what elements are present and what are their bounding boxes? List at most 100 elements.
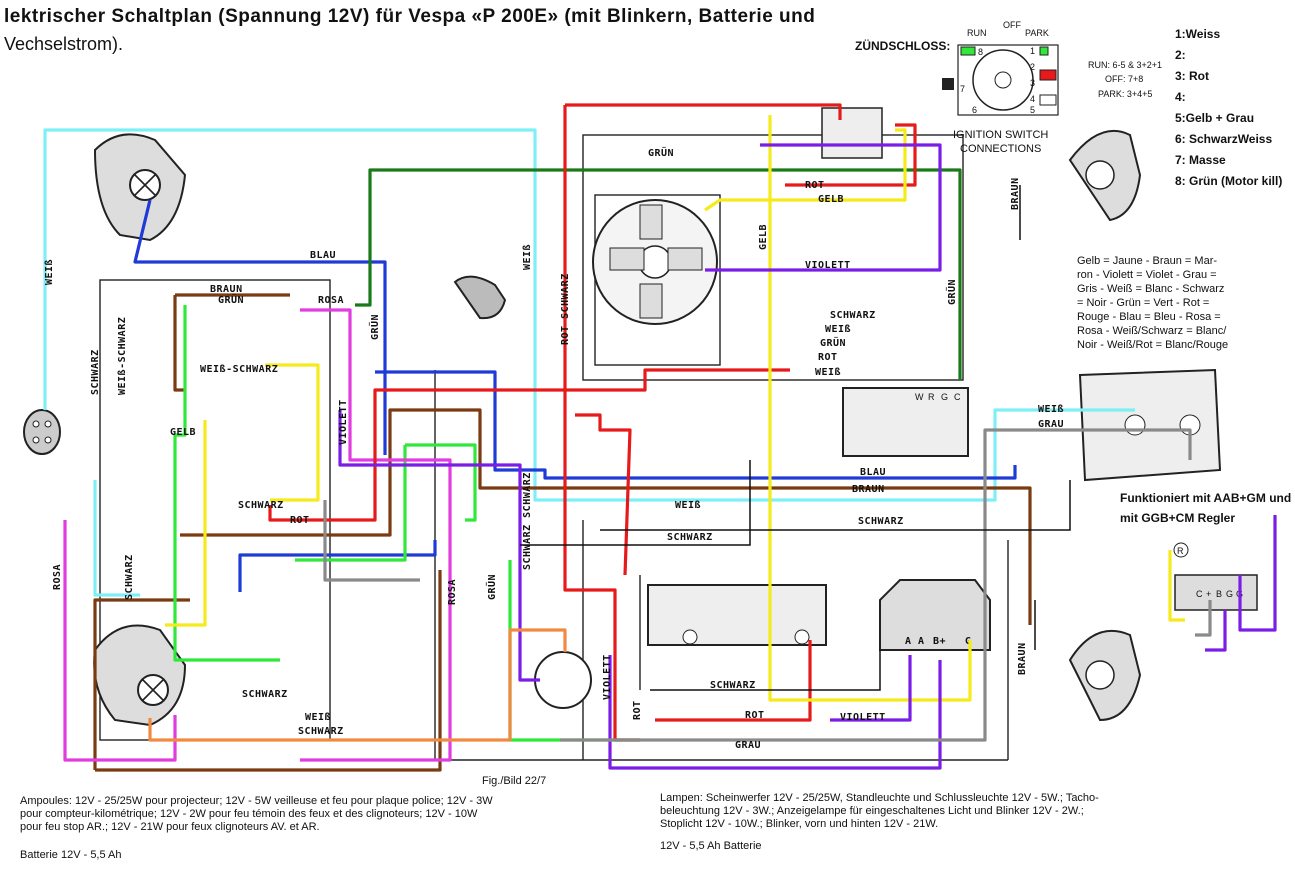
- stop-switch-component: [534, 651, 592, 709]
- svg-text:C: C: [954, 392, 961, 402]
- wire-orange: [148, 628, 567, 742]
- svg-text:= Noir - Grün = Vert - Rot =: = Noir - Grün = Vert - Rot =: [1077, 297, 1209, 309]
- svg-text:8: 8: [978, 47, 983, 57]
- legend-item-8: 8: Grün (Motor kill): [1175, 174, 1282, 188]
- label-gruen-stator: GRÜN: [820, 335, 846, 349]
- svg-text:Gris - Weiß = Blanc - Schwarz: Gris - Weiß = Blanc - Schwarz: [1077, 283, 1224, 295]
- label-schwarz-mid2: SCHWARZ: [667, 532, 713, 543]
- label-weiss-schwarz-inner: WEIß-SCHWARZ: [200, 364, 278, 375]
- label-schwarz-mid: SCHWARZ: [858, 516, 904, 527]
- rectifier-component: W R G C: [842, 387, 969, 457]
- wire-grau: [323, 428, 1192, 742]
- label-weiss-low: WEIß: [305, 712, 331, 723]
- legend-item-4: 4:: [1175, 90, 1186, 104]
- label-braun-low-right: BRAUN: [1017, 642, 1028, 675]
- svg-text:G: G: [941, 392, 948, 402]
- svg-text:R: R: [1177, 546, 1184, 556]
- legend-item-2: 2:: [1175, 48, 1186, 62]
- wire-rot-mid: [268, 123, 917, 522]
- label-gelb: GELB: [170, 427, 196, 438]
- wire-gruen-mid: [295, 443, 477, 562]
- svg-text:G: G: [965, 636, 972, 647]
- svg-text:Gelb = Jaune - Braun = Mar-: Gelb = Jaune - Braun = Mar-: [1077, 255, 1217, 267]
- svg-text:5: 5: [1030, 105, 1035, 115]
- label-violett-batt: VIOLETT: [840, 712, 886, 723]
- svg-text:Rouge - Blau = Bleu - Rosa =: Rouge - Blau = Bleu - Rosa =: [1077, 311, 1221, 323]
- ignition-run: RUN: [967, 28, 987, 38]
- svg-text:2: 2: [1030, 62, 1035, 72]
- legend-item-5: 5:Gelb + Grau: [1175, 111, 1254, 125]
- footer-fr-line-2: pour compteur-kilométrique; 12V - 2W pou…: [20, 808, 478, 820]
- color-translation: Gelb = Jaune - Braun = Mar- ron - Violet…: [1077, 255, 1228, 351]
- footer-de-line-3: Stoplicht 12V - 10W.; Blinker, vorn und …: [660, 818, 939, 830]
- legend-item-6: 6: SchwarzWeiss: [1175, 132, 1272, 146]
- label-blau-mid: BLAU: [860, 467, 886, 478]
- ignition-label: ZÜNDSCHLOSS:: [855, 38, 950, 53]
- headlight-switch-component: [93, 133, 187, 242]
- diagram-title: lektrischer Schaltplan (Spannung 12V) fü…: [4, 6, 816, 27]
- label-rot-stator: ROT: [818, 352, 838, 363]
- label-schwarz-low2: SCHWARZ: [298, 726, 344, 737]
- svg-text:ron - Violett = Violet - Grau: ron - Violett = Violet - Grau =: [1077, 269, 1217, 281]
- right-rear-blinker: [1068, 630, 1142, 722]
- footer-fr-battery: Batterie 12V - 5,5 Ah: [20, 849, 122, 861]
- ignition-park: PARK: [1025, 28, 1049, 38]
- wire-violett-mid: [338, 410, 942, 770]
- wire-braun-low: [93, 570, 442, 772]
- svg-text:Rosa - Weiß/Schwarz = Blanc/: Rosa - Weiß/Schwarz = Blanc/: [1077, 325, 1227, 337]
- label-rosa-mid: ROSA: [447, 579, 458, 605]
- wire-blau-low: [238, 540, 437, 592]
- label-weiss-mid: WEIß: [675, 500, 701, 511]
- label-rosa: ROSA: [318, 295, 344, 306]
- label-schwarz-top: SCHWARZ: [830, 310, 876, 321]
- svg-text:Noir - Weiß/Rot = Blanc/Rouge: Noir - Weiß/Rot = Blanc/Rouge: [1077, 339, 1228, 351]
- wire-braun-top: [173, 293, 290, 392]
- label-rot: ROT: [290, 515, 310, 526]
- svg-text:mit GGB+CM Regler: mit GGB+CM Regler: [1120, 511, 1235, 525]
- svg-text:IGNITION SWITCH: IGNITION SWITCH: [953, 129, 1048, 141]
- label-schwarz-low: SCHWARZ: [242, 689, 288, 700]
- label-rosa-left: ROSA: [52, 564, 63, 590]
- label-weiss-schwarz: WEIß-SCHWARZ: [117, 317, 128, 395]
- svg-text:A: A: [918, 636, 925, 647]
- wire-weiss-low: [93, 480, 140, 597]
- svg-text:1: 1: [1030, 46, 1035, 56]
- label-gruen: GRÜN: [218, 292, 244, 306]
- label-schwarz: SCHWARZ: [90, 349, 101, 395]
- label-schwarz-schwarz: SCHWARZ SCHWARZ: [522, 472, 533, 570]
- wire-gelb-left: [165, 363, 320, 627]
- footer-fr-line-1: Ampoules: 12V - 25/25W pour projecteur; …: [20, 795, 493, 807]
- label-rot-low: ROT: [632, 700, 643, 720]
- wire-gruen-main: [173, 305, 280, 662]
- footer-german: Lampen: Scheinwerfer 12V - 25/25W, Stand…: [660, 792, 1280, 831]
- label-schwarz-inner: SCHWARZ: [238, 500, 284, 511]
- label-rot-top: ROT: [805, 180, 825, 191]
- label-grau-batt: GRAU: [735, 740, 761, 751]
- horn-component: [453, 275, 507, 320]
- speedometer-component: [1078, 368, 1222, 482]
- svg-text:B+: B+: [933, 636, 946, 647]
- label-violett-top: VIOLETT: [805, 260, 851, 271]
- ignition-switch-diagram: ZÜNDSCHLOSS: RUN OFF PARK 8 7 6 1 2 3 4 …: [855, 20, 1162, 155]
- figure-caption: Fig./Bild 22/7: [482, 775, 547, 787]
- svg-text:+: +: [1206, 589, 1211, 599]
- diagram-subtitle: Vechselstrom).: [4, 34, 124, 54]
- label-gruen-right: GRÜN: [944, 279, 958, 305]
- label-gruen-mid: GRÜN: [484, 574, 498, 600]
- svg-text:4: 4: [1030, 94, 1035, 104]
- wire-gelb-top: [704, 115, 972, 702]
- right-front-blinker: [1068, 130, 1142, 222]
- svg-text:CONNECTIONS: CONNECTIONS: [960, 143, 1041, 155]
- svg-text:7: 7: [960, 84, 965, 94]
- wire-gruen-low: [508, 560, 640, 742]
- label-weiss-upper: WEIß: [522, 244, 533, 270]
- footer-fr-line-3: pour feu stop AR.; 12V - 21W pour feux c…: [20, 821, 320, 833]
- legend-item-3: 3: Rot: [1175, 69, 1209, 83]
- svg-text:B: B: [1216, 589, 1222, 599]
- legend-item-7: 7: Masse: [1175, 153, 1226, 167]
- svg-text:C: C: [1196, 589, 1203, 599]
- small-regulator-component: R C + B G G: [1173, 542, 1258, 611]
- rear-light-component: [93, 624, 187, 727]
- label-schwarz-left: SCHWARZ: [124, 554, 135, 600]
